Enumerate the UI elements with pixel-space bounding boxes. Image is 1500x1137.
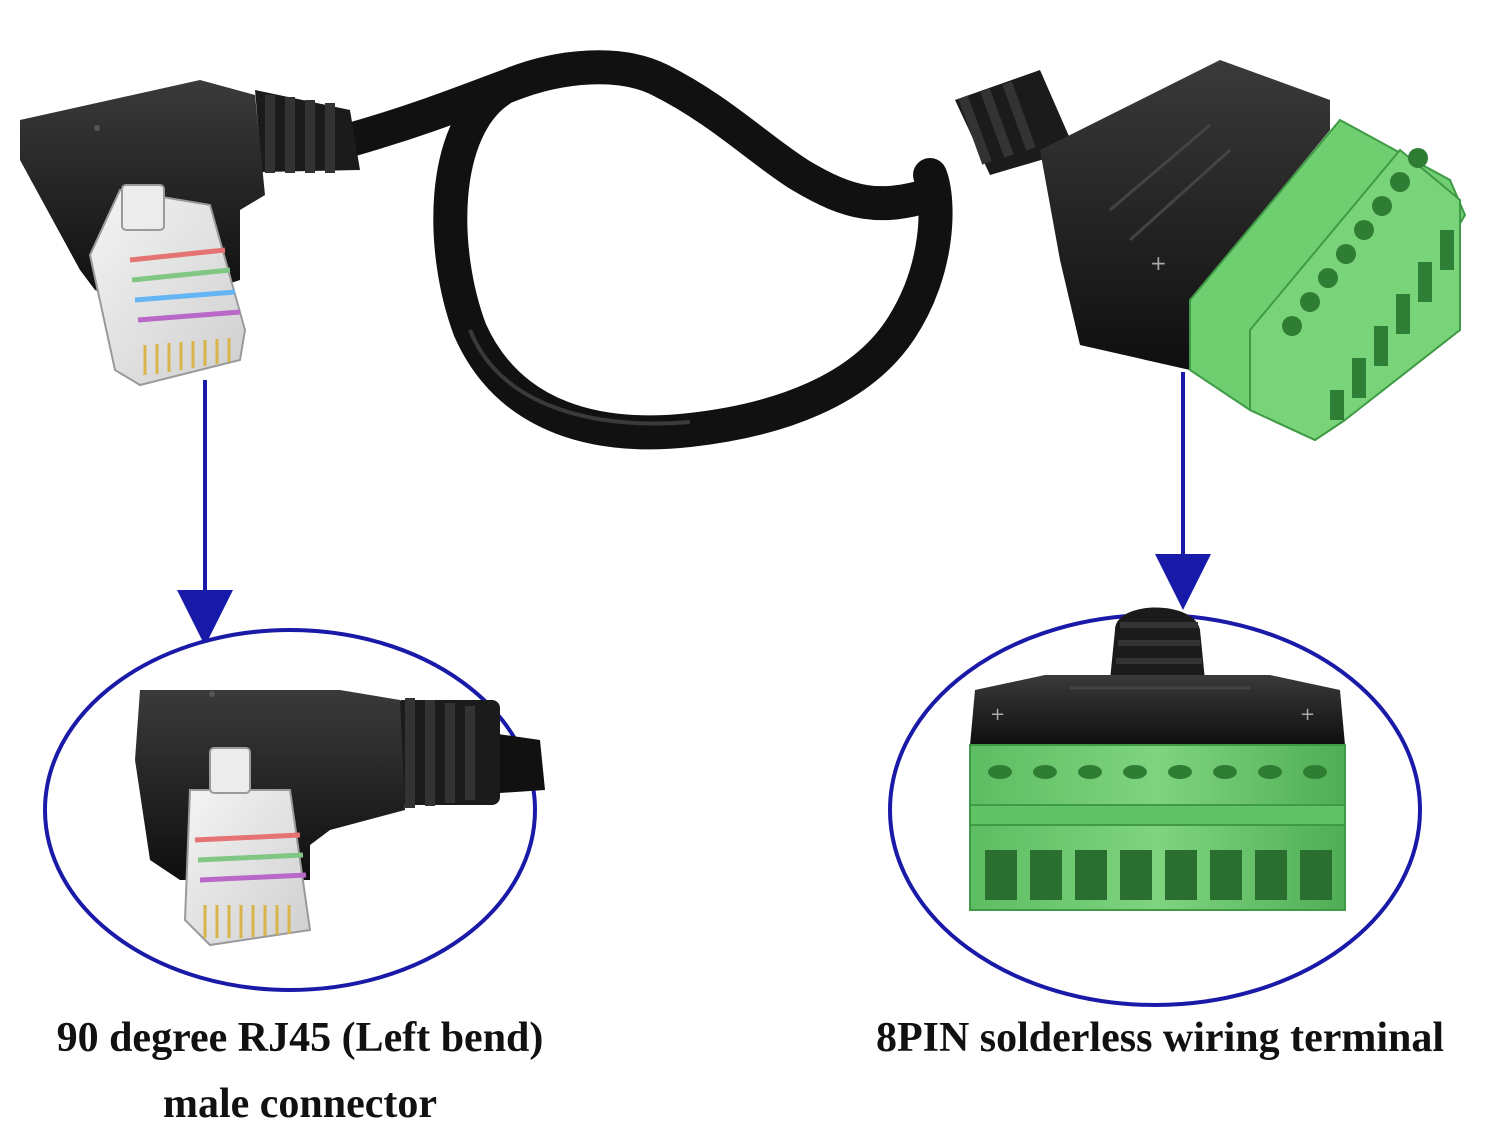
rj45-plug-main bbox=[88, 184, 247, 387]
svg-text:+: + bbox=[1300, 704, 1315, 725]
caption-rj45-line1: 90 degree RJ45 (Left bend) bbox=[56, 1015, 544, 1061]
caption-terminal: 8PIN solderless wiring terminal bbox=[875, 1015, 1445, 1061]
svg-text:+: + bbox=[1150, 251, 1167, 275]
caption-rj45-line2: male connector bbox=[162, 1081, 438, 1127]
terminal-block-main bbox=[1189, 118, 1467, 442]
strain-relief-left bbox=[255, 90, 360, 173]
cable bbox=[333, 50, 953, 450]
detail-ellipse-left bbox=[43, 628, 545, 992]
detail-ellipse-right: + + bbox=[888, 607, 1422, 1007]
rj45-connector-main bbox=[20, 80, 360, 387]
caption-rj45: 90 degree RJ45 (Left bend) male connecto… bbox=[0, 1005, 600, 1137]
svg-text:+: + bbox=[990, 704, 1005, 725]
terminal-connector-detail: + + bbox=[969, 607, 1346, 911]
rj45-connector-detail bbox=[135, 690, 545, 947]
terminal-connector-main: + bbox=[955, 60, 1467, 442]
